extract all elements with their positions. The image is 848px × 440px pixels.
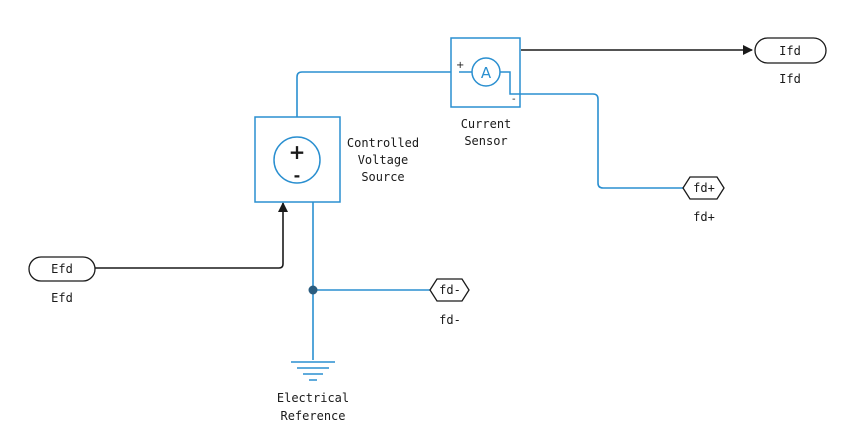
controlled-voltage-source-block[interactable]: + - (254, 116, 341, 203)
fd-minus-port-text: fd- (439, 283, 461, 297)
current-sensor-minus: - (512, 94, 516, 105)
current-sensor-plus: + (456, 60, 464, 71)
wire-source-to-sensor[interactable] (296, 71, 451, 117)
electrical-reference-icon[interactable] (291, 361, 335, 381)
ifd-outport[interactable]: Ifd (754, 37, 827, 64)
current-sensor-block[interactable]: A + - (450, 37, 521, 108)
signal-wires (95, 45, 753, 269)
fd-plus-port-text: fd+ (693, 181, 715, 195)
current-sensor-label-line-1: Current (461, 117, 512, 131)
fd-minus-port-label: fd- (439, 313, 461, 327)
voltage-source-label-line-2: Voltage (358, 153, 409, 167)
voltage-source-plus: + (289, 140, 306, 164)
electrical-wires (296, 71, 683, 360)
electrical-reference-label-line-2: Reference (280, 409, 345, 423)
voltage-source-box[interactable] (254, 116, 341, 203)
current-sensor-label-line-2: Sensor (464, 134, 507, 148)
fd-minus-connection-port[interactable]: fd- (429, 278, 470, 302)
efd-inport-text: Efd (51, 262, 73, 276)
ammeter-symbol: A (481, 64, 492, 82)
electrical-reference-label-line-1: Electrical (277, 391, 349, 405)
voltage-source-label-line-3: Source (361, 170, 404, 184)
junction-dot (308, 285, 318, 295)
ifd-outport-text: Ifd (779, 44, 801, 58)
current-sensor-internal-wire (459, 71, 520, 95)
voltage-source-label-line-1: Controlled (347, 136, 419, 150)
wire-sensor-to-fdplus[interactable] (513, 93, 683, 189)
fd-plus-connection-port[interactable]: fd+ (682, 176, 725, 200)
fd-plus-port-label: fd+ (693, 210, 715, 224)
efd-inport-label: Efd (51, 291, 73, 305)
voltage-source-minus: - (294, 166, 301, 185)
wire-efd-to-source[interactable] (95, 202, 288, 269)
ammeter-icon (471, 57, 501, 87)
voltage-source-symbol-icon (273, 136, 321, 184)
efd-inport[interactable]: Efd (28, 256, 96, 282)
ifd-outport-label: Ifd (779, 72, 801, 86)
